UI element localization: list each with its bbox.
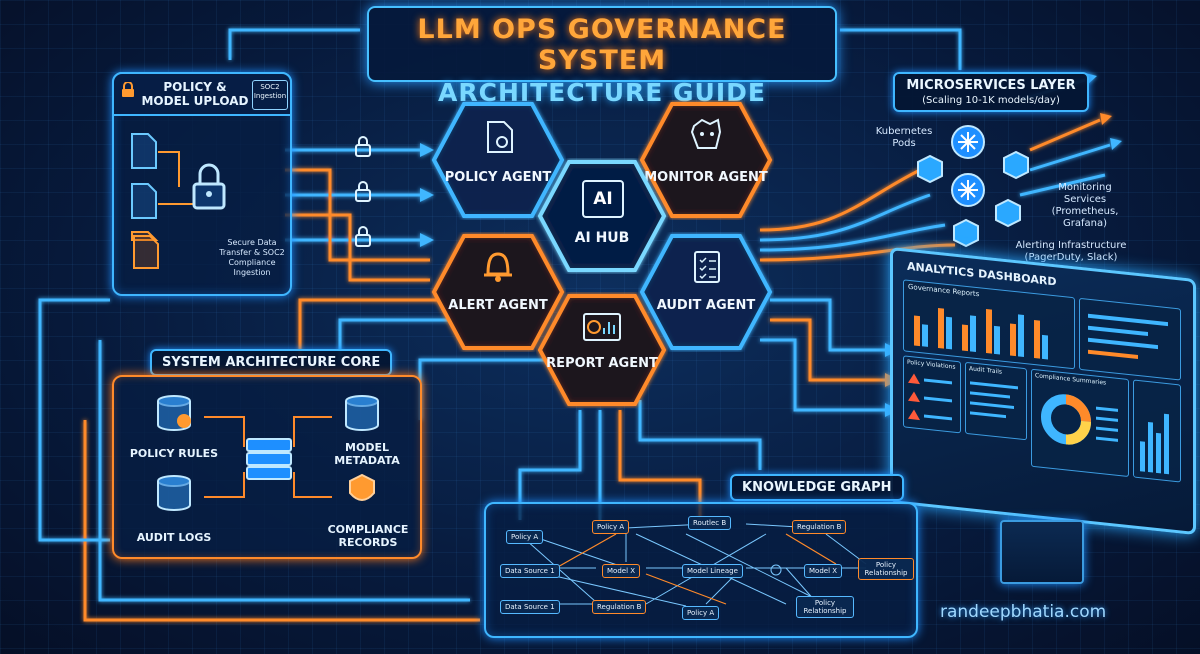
audit-logs-label: AUDIT LOGS xyxy=(136,531,212,544)
knowledge-graph-header: KNOWLEDGE GRAPH xyxy=(730,474,904,501)
kg-node-policy-a-1: Policy A xyxy=(506,530,544,544)
upload-caption: Secure Data Transfer & SOC2 Compliance I… xyxy=(219,238,285,277)
warning-icons xyxy=(908,373,952,421)
microservices-header: MICROSERVICES LAYER (Scaling 10-1K model… xyxy=(893,72,1089,112)
analytics-dashboard-monitor: ANALYTICS DASHBOARD Governance Reports P… xyxy=(890,246,1196,536)
audit-trails-label: Audit Trails xyxy=(969,365,1003,376)
policy-violations-widget: Policy Violations xyxy=(903,355,961,434)
policy-agent-label: POLICY AGENT xyxy=(444,170,552,185)
document-orange-icon xyxy=(133,235,159,269)
core-header: SYSTEM ARCHITECTURE CORE xyxy=(150,349,393,376)
architecture-core-panel: POLICY RULES MODEL METADATA AUDIT LOGS C… xyxy=(112,375,422,559)
kg-node-model-x-1: Model X xyxy=(602,564,641,578)
policy-violations-label: Policy Violations xyxy=(907,358,956,371)
kubernetes-cluster-icons xyxy=(917,125,1029,248)
policy-agent-node: POLICY AGENT xyxy=(430,100,566,220)
governance-reports-widget: Governance Reports xyxy=(903,279,1075,370)
alert-agent-label: ALERT AGENT xyxy=(448,298,548,313)
governance-bar-chart xyxy=(914,307,1048,360)
dog-watch-icon xyxy=(690,118,722,149)
kg-node-policy-relationship-1: Policy Relationship xyxy=(858,558,914,580)
kg-node-policy-a-2: Policy A xyxy=(592,520,630,534)
kg-node-regulation-b-2: Regulation B xyxy=(592,600,647,614)
microservices-subtitle: (Scaling 10-1K models/day) xyxy=(922,95,1060,106)
alerting-infrastructure-label: Alerting Infrastructure (PagerDuty, Slac… xyxy=(1015,240,1127,263)
audit-trail-lines xyxy=(970,381,1018,419)
trend-widget xyxy=(1133,379,1181,483)
report-agent-node: REPORT AGENT xyxy=(536,292,668,408)
report-chart-icon xyxy=(583,313,621,341)
report-agent-label: REPORT AGENT xyxy=(546,356,658,371)
kg-node-policy-relationship-2: Policy Relationship xyxy=(796,596,854,618)
model-metadata-label: MODEL METADATA xyxy=(334,441,400,467)
audit-agent-label: AUDIT AGENT xyxy=(656,298,756,313)
monitor-agent-node: MONITOR AGENT xyxy=(638,100,774,220)
kg-node-data-source-1a: Data Source 1 xyxy=(500,564,560,578)
ai-chip-icon: AI xyxy=(582,180,624,218)
kg-node-data-source-1b: Data Source 1 xyxy=(500,600,560,614)
kg-node-model-lineage: Model Lineage xyxy=(682,564,743,578)
checklist-icon xyxy=(694,251,720,283)
site-watermark: randeepbhatia.com xyxy=(940,602,1107,622)
audit-agent-node: AUDIT AGENT xyxy=(638,232,774,352)
ai-hub-label: AI HUB xyxy=(574,230,630,246)
policy-rules-label: POLICY RULES xyxy=(129,447,219,460)
monitoring-services-label: Monitoring Services (Prometheus, Grafana… xyxy=(1051,182,1119,229)
compliance-summaries-widget: Compliance Summaries xyxy=(1031,368,1129,478)
upload-title: POLICY & MODEL UPLOAD xyxy=(141,80,249,108)
ai-hub-node: AI AI HUB xyxy=(536,158,668,274)
kg-node-regulation-b-1: Regulation B xyxy=(792,520,847,534)
monitor-stand xyxy=(1000,520,1084,584)
monitor-agent-label: MONITOR AGENT xyxy=(644,170,768,185)
title-line-1: LLM OPS GOVERNANCE SYSTEM xyxy=(417,14,787,76)
knowledge-graph-panel: Policy A Policy A Routlec B Regulation B… xyxy=(484,502,918,638)
document-icons xyxy=(131,133,226,241)
policy-model-upload-panel: POLICY & MODEL UPLOAD SOC2 Ingestion Sec… xyxy=(112,72,292,296)
lock-icon xyxy=(120,81,136,98)
audit-trails-widget: Audit Trails xyxy=(965,361,1027,441)
compliance-records-label: COMPLIANCE RECORDS xyxy=(327,523,409,549)
core-connections xyxy=(157,395,379,511)
bell-icon xyxy=(484,252,512,282)
soc2-badge: SOC2 Ingestion xyxy=(252,80,288,110)
summary-widget xyxy=(1079,297,1181,381)
microservices-title: MICROSERVICES LAYER xyxy=(906,78,1076,93)
compliance-summaries-label: Compliance Summaries xyxy=(1035,372,1107,387)
compliance-donut-chart xyxy=(1041,394,1118,445)
kg-node-model-x-2: Model X xyxy=(804,564,843,578)
policy-document-icon xyxy=(487,121,513,153)
kubernetes-pods-label: Kubernetes Pods xyxy=(875,126,933,149)
kg-node-routlec-b: Routlec B xyxy=(688,516,732,530)
alert-agent-node: ALERT AGENT xyxy=(430,232,566,352)
kg-node-policy-a-3: Policy A xyxy=(682,606,720,620)
upload-header xyxy=(112,72,292,116)
main-title-banner: LLM OPS GOVERNANCE SYSTEM ARCHITECTURE G… xyxy=(367,6,837,107)
